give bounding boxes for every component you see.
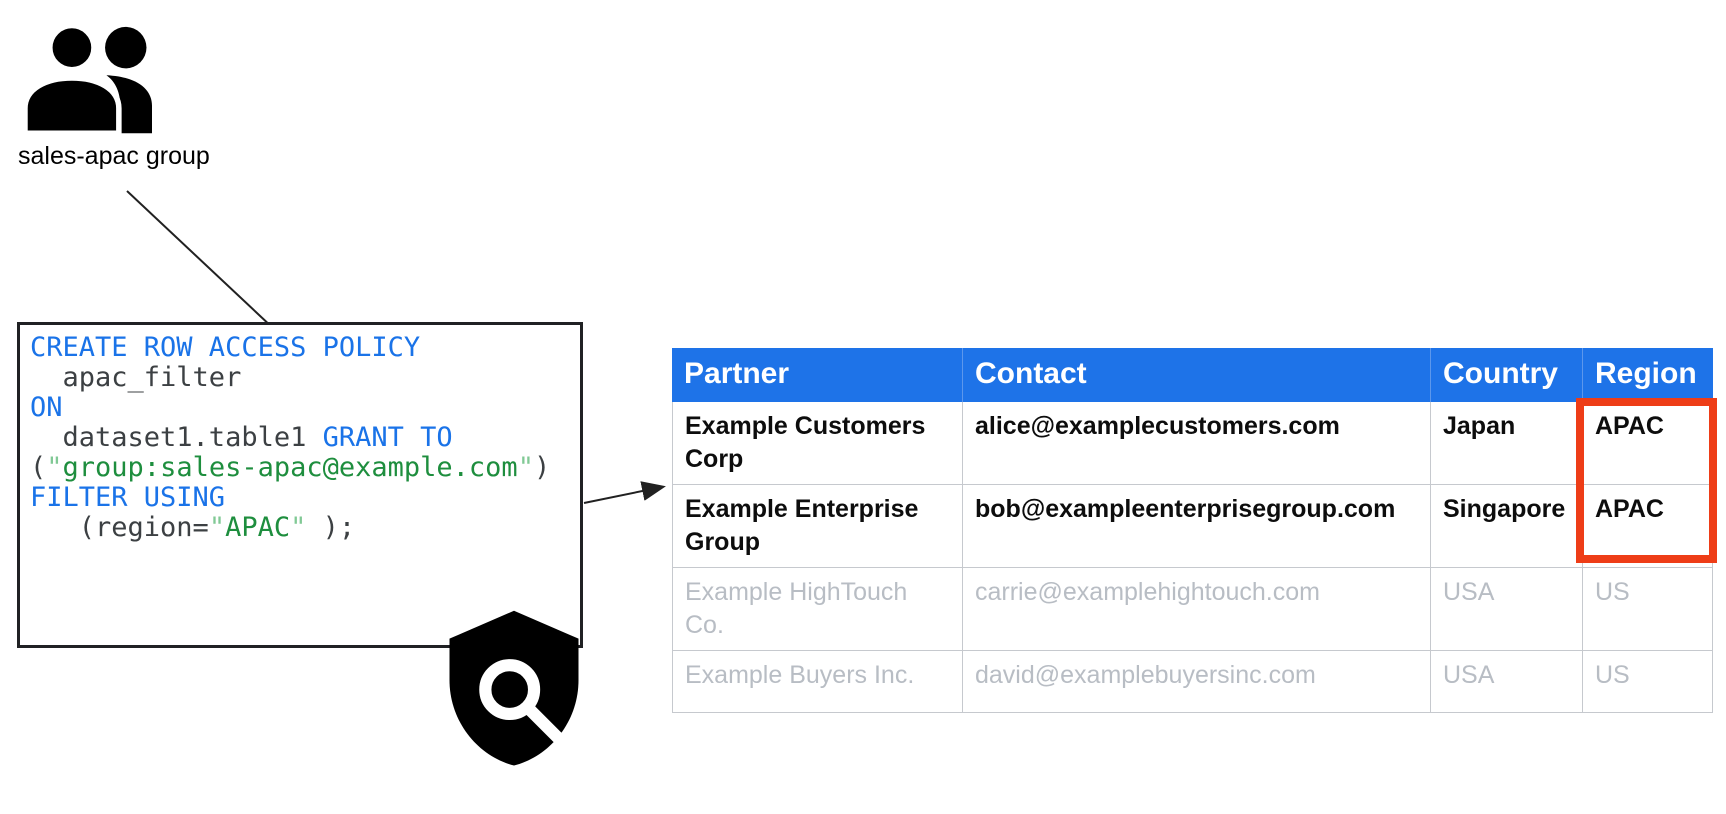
column-header-country: Country bbox=[1430, 348, 1582, 402]
table-cell: Example Buyers Inc. bbox=[672, 651, 962, 712]
table-cell: Japan bbox=[1430, 402, 1582, 484]
sales-group-figure: sales-apac group bbox=[18, 20, 210, 171]
group-people-icon bbox=[22, 22, 152, 136]
table-cell: Example HighTouch Co. bbox=[672, 568, 962, 650]
code-line: ON bbox=[30, 393, 570, 423]
code-token: ); bbox=[306, 512, 356, 543]
code-token: group:sales-apac@example.com bbox=[62, 452, 518, 483]
code-line: apac_filter bbox=[30, 363, 570, 393]
column-header-region: Region bbox=[1582, 348, 1713, 402]
column-header-contact: Contact bbox=[962, 348, 1430, 402]
code-token: (region= bbox=[30, 512, 209, 543]
table-row: Example Buyers Inc.david@examplebuyersin… bbox=[672, 650, 1713, 712]
group-label: sales-apac group bbox=[18, 142, 210, 170]
table-cell: US bbox=[1582, 651, 1713, 712]
code-token: ) bbox=[533, 452, 551, 483]
code-line: (region="APAC" ); bbox=[30, 513, 570, 543]
code-token: " bbox=[46, 452, 63, 483]
code-token: GRANT TO bbox=[322, 422, 453, 453]
code-line: FILTER USING bbox=[30, 483, 570, 513]
column-header-partner: Partner bbox=[684, 357, 790, 390]
table-cell: APAC bbox=[1582, 402, 1713, 484]
table-cell: US bbox=[1582, 568, 1713, 650]
code-token: APAC bbox=[225, 512, 291, 543]
table-cell: Example Enterprise Group bbox=[672, 485, 962, 567]
code-token: CREATE ROW ACCESS POLICY bbox=[30, 332, 421, 363]
code-token: ( bbox=[30, 452, 47, 483]
code-token: FILTER USING bbox=[30, 482, 226, 513]
code-token: " bbox=[208, 512, 226, 543]
code-token: " bbox=[517, 452, 534, 483]
code-token: apac_filter bbox=[30, 362, 242, 393]
code-token: " bbox=[290, 512, 307, 543]
table-cell: bob@exampleenterprisegroup.com bbox=[962, 485, 1430, 567]
code-line: dataset1.table1 GRANT TO bbox=[30, 423, 570, 453]
table-cell: carrie@examplehightouch.com bbox=[962, 568, 1430, 650]
table-cell: david@examplebuyersinc.com bbox=[962, 651, 1430, 712]
code-line: CREATE ROW ACCESS POLICY bbox=[30, 333, 570, 363]
code-token: ON bbox=[30, 392, 63, 423]
table-cell: Example Customers Corp bbox=[672, 402, 962, 484]
table-cell: Singapore bbox=[1430, 485, 1582, 567]
table-cell: APAC bbox=[1582, 485, 1713, 567]
code-token: dataset1.table1 bbox=[30, 422, 323, 453]
policy-shield-magnifier-icon bbox=[428, 590, 600, 792]
table-cell: alice@examplecustomers.com bbox=[962, 402, 1430, 484]
table-cell: USA bbox=[1430, 568, 1582, 650]
table-row: Example HighTouch Co.carrie@examplehight… bbox=[672, 567, 1713, 650]
arrow-policy-to-table bbox=[583, 481, 666, 504]
code-line: ("group:sales-apac@example.com") bbox=[30, 453, 570, 483]
table-cell: USA bbox=[1430, 651, 1582, 712]
